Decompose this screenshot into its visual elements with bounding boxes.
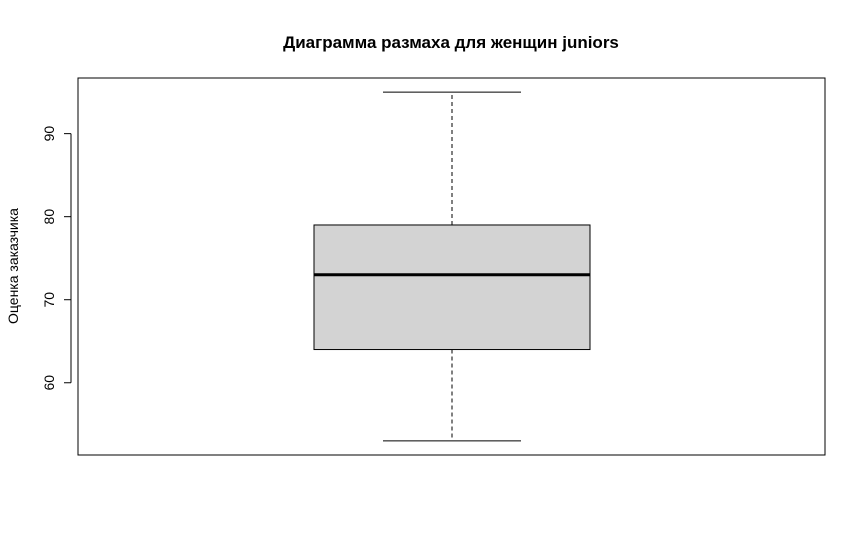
y-tick-label-70: 70: [41, 292, 57, 308]
y-tick-label-90: 90: [41, 126, 57, 142]
iqr-box: [313, 224, 591, 351]
y-tick-label-60: 60: [41, 375, 57, 391]
plot-frame: [77, 77, 826, 456]
y-tick-label-80: 80: [41, 209, 57, 225]
box-group: [313, 91, 591, 442]
chart-title: Диаграмма размаха для женщин juniors: [283, 33, 619, 52]
y-axis: 60 70 80 90: [41, 126, 72, 391]
y-axis-label: Оценка заказчика: [5, 208, 21, 324]
